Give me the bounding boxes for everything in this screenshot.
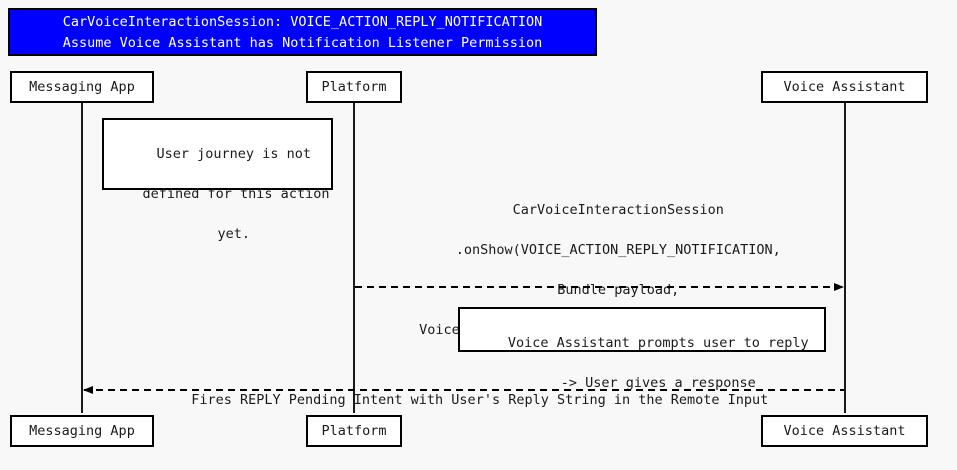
note-user-journey: User journey is not defined for this act… — [102, 118, 333, 242]
lifeline-voice-assistant — [844, 103, 846, 413]
lifeline-platform — [353, 103, 355, 413]
note-line-1: Voice Assistant prompts user to reply — [507, 335, 809, 351]
participant-bottom-messaging-app[interactable]: Messaging App — [10, 415, 154, 447]
message-label-text: Fires REPLY Pending Intent with User's R… — [191, 392, 769, 408]
participant-label: Platform — [321, 79, 387, 95]
participant-label: Platform — [321, 423, 387, 439]
lifeline-messaging-app — [81, 103, 83, 413]
participant-label: Voice Assistant — [783, 423, 906, 439]
message-label-line-3: Bundle payload, — [557, 282, 680, 298]
participant-top-platform[interactable]: Platform — [306, 71, 402, 103]
participant-top-messaging-app[interactable]: Messaging App — [10, 71, 154, 103]
note-voice-assistant-prompt: Voice Assistant prompts user to reply ->… — [458, 307, 826, 391]
diagram-title-line-1: CarVoiceInteractionSession: VOICE_ACTION… — [62, 14, 543, 30]
diagram-title-line-2: Assume Voice Assistant has Notification … — [62, 35, 543, 51]
participant-label: Messaging App — [29, 423, 135, 439]
message-label-line-1: CarVoiceInteractionSession — [512, 202, 724, 218]
participant-label: Voice Assistant — [783, 79, 906, 95]
participant-label: Messaging App — [29, 79, 135, 95]
note-line-2: -> User gives a response — [560, 375, 756, 391]
note-line-3: yet. — [217, 226, 251, 242]
participant-bottom-voice-assistant[interactable]: Voice Assistant — [761, 415, 928, 447]
participant-top-voice-assistant[interactable]: Voice Assistant — [761, 71, 928, 103]
message-label-reply-pending-intent: Fires REPLY Pending Intent with User's R… — [82, 370, 845, 430]
note-line-1: User journey is not — [156, 146, 311, 162]
participant-bottom-platform[interactable]: Platform — [306, 415, 402, 447]
diagram-title-banner: CarVoiceInteractionSession: VOICE_ACTION… — [8, 8, 597, 56]
message-label-line-2: .onShow(VOICE_ACTION_REPLY_NOTIFICATION, — [455, 242, 781, 258]
note-line-2: defined for this action — [142, 186, 330, 202]
